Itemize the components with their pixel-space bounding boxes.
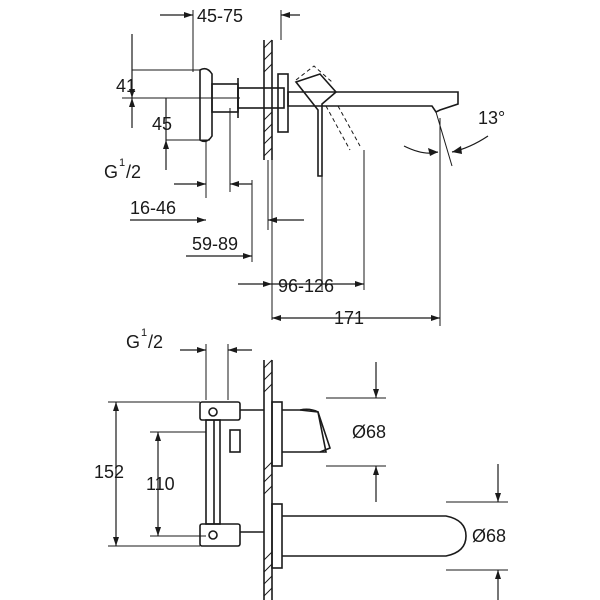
dim-depth-range: 45-75 bbox=[160, 6, 300, 72]
dim-152: 152 bbox=[94, 401, 200, 547]
thread-top-g: G bbox=[104, 162, 118, 182]
dim-depth-range-label: 45-75 bbox=[197, 6, 243, 26]
dim-110-label: 110 bbox=[146, 474, 175, 494]
diameter-upper-label: Ø68 bbox=[352, 422, 386, 442]
dim-angle: 13° bbox=[403, 108, 505, 167]
dim-41-label: 41 bbox=[116, 76, 136, 96]
bottom-wall bbox=[263, 359, 273, 600]
dim-vertical-top: 41 45 bbox=[116, 34, 240, 170]
dim-16-46: 16-46 bbox=[130, 160, 304, 230]
dim-59-89: 59-89 bbox=[186, 180, 253, 262]
bottom-body bbox=[199, 401, 467, 569]
thread-top-sub: /2 bbox=[126, 162, 141, 182]
diameter-lower-label: Ø68 bbox=[472, 526, 506, 546]
dim-diameter-upper: Ø68 bbox=[326, 362, 386, 502]
thread-bottom-g: G bbox=[126, 332, 140, 352]
dim-171: 171 bbox=[272, 118, 441, 328]
top-wall bbox=[263, 39, 273, 160]
dim-16-46-label: 16-46 bbox=[130, 198, 176, 218]
thread-bottom-sub: /2 bbox=[148, 332, 163, 352]
dim-152-label: 152 bbox=[94, 462, 124, 482]
dim-diameter-lower: Ø68 bbox=[446, 464, 508, 600]
dim-45-label: 45 bbox=[152, 114, 172, 134]
thread-top: G 1 /2 bbox=[104, 108, 252, 198]
dim-96-126-label: 96-126 bbox=[278, 276, 334, 296]
dim-96-126: 96-126 bbox=[238, 150, 365, 320]
angle-label: 13° bbox=[478, 108, 505, 128]
dim-110: 110 bbox=[146, 431, 206, 537]
thread-top-sup: 1 bbox=[119, 157, 125, 169]
thread-bottom: G 1 /2 bbox=[126, 327, 252, 400]
thread-bottom-sup: 1 bbox=[141, 327, 147, 339]
top-body bbox=[199, 65, 459, 177]
dim-171-label: 171 bbox=[334, 308, 364, 328]
dim-59-89-label: 59-89 bbox=[192, 234, 238, 254]
